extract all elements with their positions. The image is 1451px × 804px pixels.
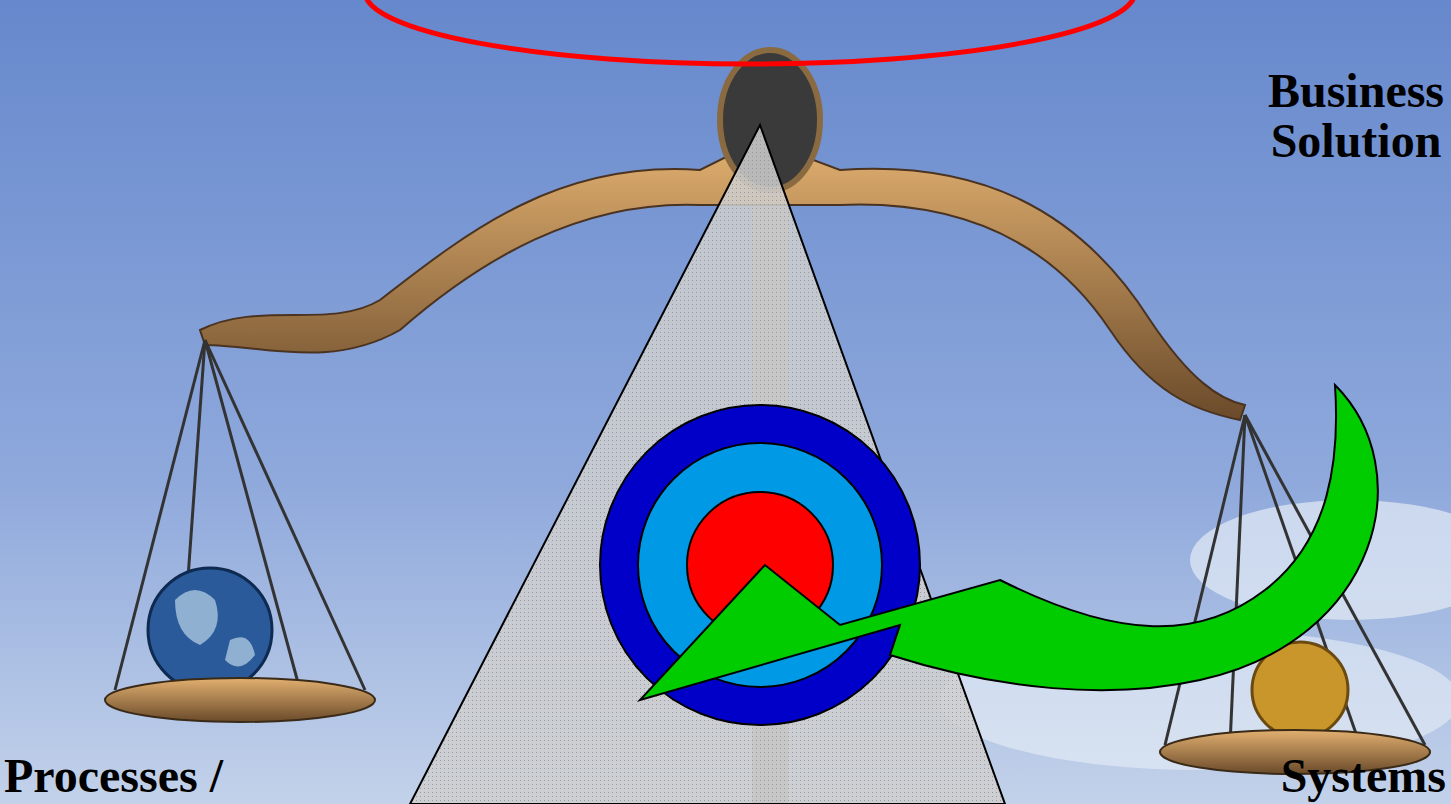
green-arrow: [640, 385, 1378, 700]
target-outer: [600, 405, 920, 725]
globe-land: [175, 590, 255, 666]
slide-label: Business Solution: [1266, 66, 1446, 167]
slide-label: Processes /: [4, 751, 223, 801]
red-ellipse: [365, 0, 1135, 64]
grey-triangle: [410, 125, 1005, 804]
slide-label: Systems: [1281, 751, 1446, 801]
globe: [148, 568, 272, 692]
left-pan-dish: [105, 678, 375, 722]
